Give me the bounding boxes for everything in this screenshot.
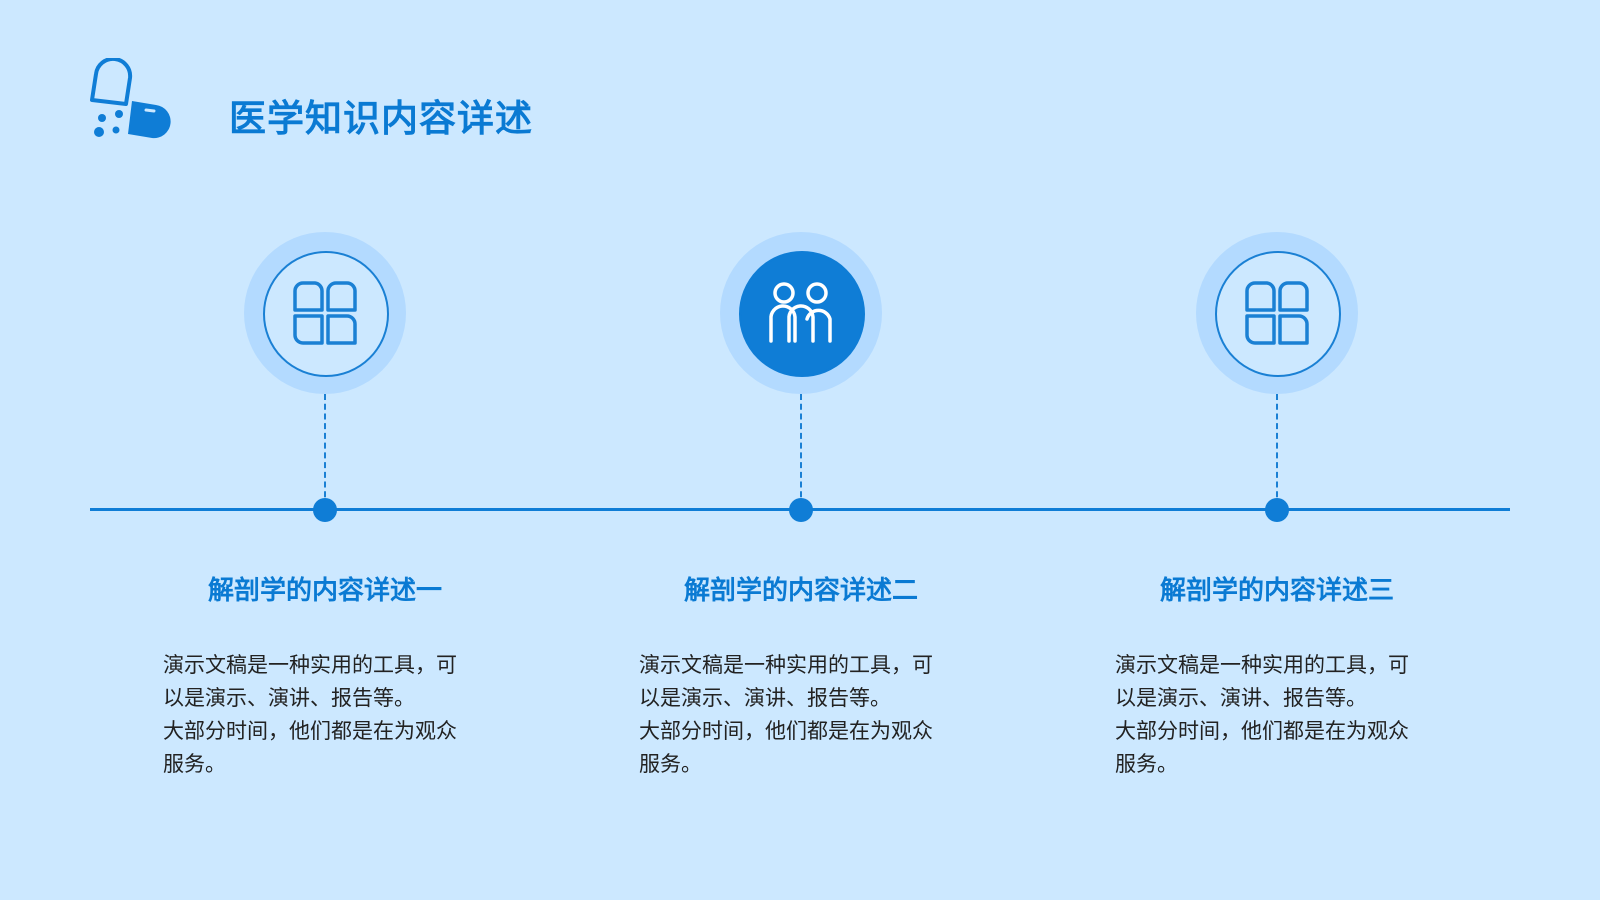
card-body: 演示文稿是一种实用的工具，可 以是演示、演讲、报告等。 大部分时间，他们都是在为… [155, 649, 495, 781]
timeline-dot [1265, 498, 1289, 522]
card-title: 解剖学的内容详述一 [207, 576, 442, 606]
card-body: 演示文稿是一种实用的工具，可 以是演示、演讲、报告等。 大部分时间，他们都是在为… [631, 649, 971, 781]
card-body-line: 大部分时间，他们都是在为观众 [1115, 719, 1409, 743]
card-body-line: 以是演示、演讲、报告等。 [1115, 686, 1367, 710]
timeline-card-2: 解剖学的内容详述二 演示文稿是一种实用的工具，可 以是演示、演讲、报告等。 大部… [631, 570, 971, 781]
card-body-line: 大部分时间，他们都是在为观众 [639, 719, 933, 743]
pill-capsule-icon [90, 58, 171, 139]
card-body-line: 服务。 [1115, 752, 1178, 776]
timeline-dot [789, 498, 813, 522]
card-body-line: 大部分时间，他们都是在为观众 [163, 719, 457, 743]
card-body-line: 以是演示、演讲、报告等。 [639, 686, 891, 710]
node-circle [739, 251, 865, 377]
card-body-line: 服务。 [163, 752, 226, 776]
people-icon [769, 282, 832, 343]
card-body-line: 演示文稿是一种实用的工具，可 [639, 653, 933, 677]
card-title: 解剖学的内容详述二 [683, 576, 918, 606]
grid-icon [293, 281, 357, 345]
card-body-line: 以是演示、演讲、报告等。 [163, 686, 415, 710]
node-connector [1276, 394, 1278, 507]
card-body: 演示文稿是一种实用的工具，可 以是演示、演讲、报告等。 大部分时间，他们都是在为… [1107, 649, 1447, 781]
timeline-dot [313, 498, 337, 522]
node-connector [324, 394, 326, 507]
node-connector [800, 394, 802, 507]
page-title: 医学知识内容详述 [229, 97, 533, 140]
node-circle [263, 251, 389, 377]
node-circle [1215, 251, 1341, 377]
timeline-card-3: 解剖学的内容详述三 演示文稿是一种实用的工具，可 以是演示、演讲、报告等。 大部… [1107, 570, 1447, 781]
timeline-card-1: 解剖学的内容详述一 演示文稿是一种实用的工具，可 以是演示、演讲、报告等。 大部… [155, 570, 495, 781]
card-title: 解剖学的内容详述三 [1159, 576, 1394, 606]
card-body-line: 服务。 [639, 752, 702, 776]
card-body-line: 演示文稿是一种实用的工具，可 [163, 653, 457, 677]
card-body-line: 演示文稿是一种实用的工具，可 [1115, 653, 1409, 677]
grid-icon [1245, 281, 1309, 345]
